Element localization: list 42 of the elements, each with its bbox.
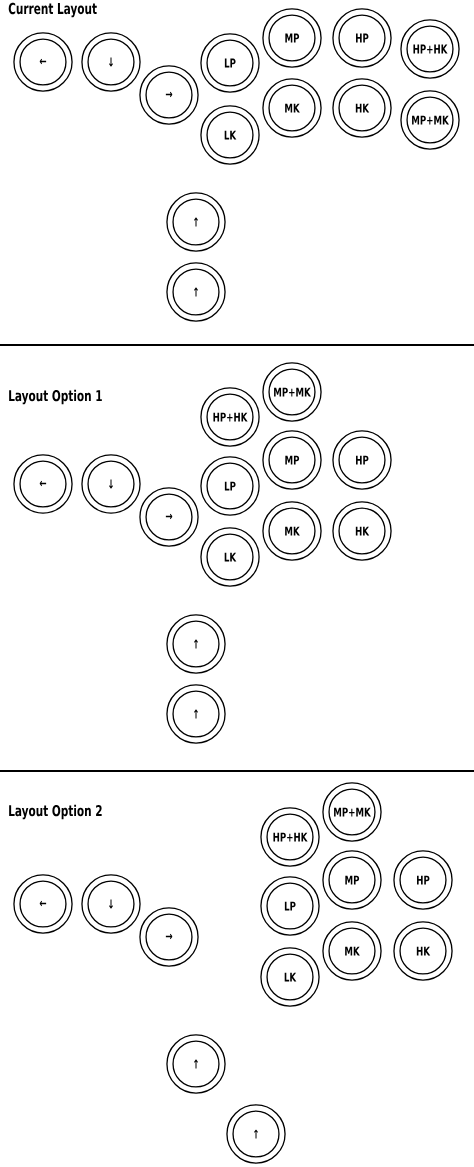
round-button: LP <box>200 33 260 93</box>
round-button: ↓ <box>81 32 141 92</box>
round-button: HP <box>332 430 392 490</box>
round-button: ↑ <box>166 684 226 744</box>
round-button: → <box>139 907 199 967</box>
round-button: HP <box>332 8 392 68</box>
round-button: HK <box>332 501 392 561</box>
round-button: MK <box>322 921 382 981</box>
round-button: ↑ <box>166 192 226 252</box>
round-button: → <box>139 487 199 547</box>
round-button: MK <box>262 501 322 561</box>
round-button: → <box>139 65 199 125</box>
round-button: ↑ <box>166 262 226 322</box>
round-button: MP <box>262 430 322 490</box>
round-button: HP+HK <box>200 387 260 447</box>
round-button: MP+MK <box>262 362 322 422</box>
round-button: MK <box>262 78 322 138</box>
round-button: ↑ <box>166 1034 226 1094</box>
round-button: HK <box>393 921 453 981</box>
round-button: HP+HK <box>260 807 320 867</box>
section-heading: Layout Option 1 <box>9 389 102 405</box>
round-button: LK <box>260 947 320 1007</box>
round-button: MP <box>322 850 382 910</box>
round-button: MP+MK <box>400 90 460 150</box>
round-button: MP <box>262 8 322 68</box>
section-heading: Layout Option 2 <box>9 804 102 820</box>
round-button: HK <box>332 78 392 138</box>
section-heading: Current Layout <box>8 2 97 18</box>
round-button: ← <box>13 454 73 514</box>
round-button: LP <box>200 456 260 516</box>
round-button: ↑ <box>166 614 226 674</box>
round-button: HP+HK <box>400 19 460 79</box>
round-button: ↑ <box>226 1104 286 1164</box>
round-button: ↓ <box>81 454 141 514</box>
round-button: ← <box>13 874 73 934</box>
round-button: LK <box>200 105 260 165</box>
round-button: MP+MK <box>322 782 382 842</box>
round-button: ↓ <box>81 874 141 934</box>
round-button: HP <box>393 850 453 910</box>
round-button: ← <box>13 32 73 92</box>
round-button: LP <box>260 876 320 936</box>
round-button: LK <box>200 527 260 587</box>
